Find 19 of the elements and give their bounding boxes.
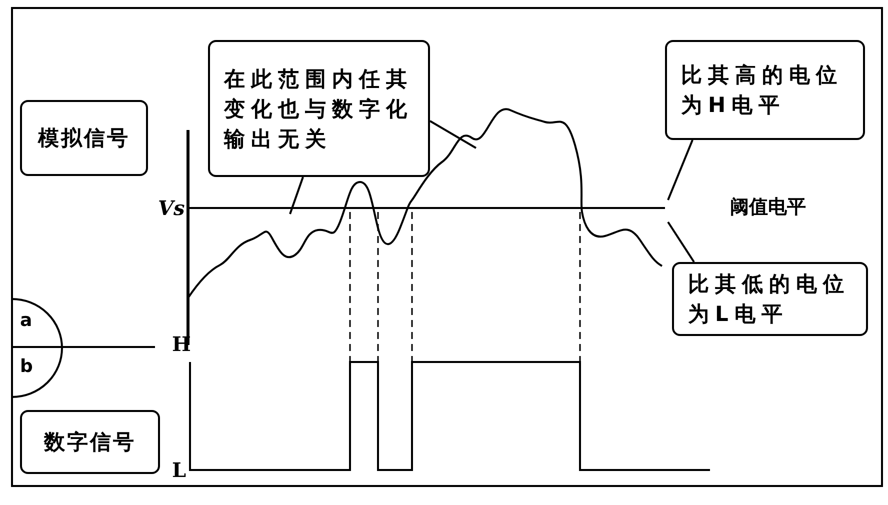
callout-bubble [672,262,868,336]
label-box [20,100,148,176]
callout-text: 数字信号 [42,429,137,456]
part-letter: a [20,310,32,331]
callout-bubble [208,40,430,177]
axis-label: Vs [158,196,185,220]
part-letter: b [20,356,33,377]
leader-line [289,176,304,214]
threshold-label: 阈值电平 [730,195,806,220]
callout-bubble [665,40,865,140]
level-label: L [172,458,186,482]
callout-text: 在此范围内任其变化也与数字化输出无关 [224,66,414,152]
leader-line [667,140,694,200]
callout-text: 模拟信号 [36,125,131,152]
leader-line [667,221,695,263]
label-box [20,410,160,474]
leader-line [430,120,476,149]
callout-text: 比其低的电位为L电平 [688,271,851,328]
callout-text: 比其高的电位为H电平 [681,62,844,119]
